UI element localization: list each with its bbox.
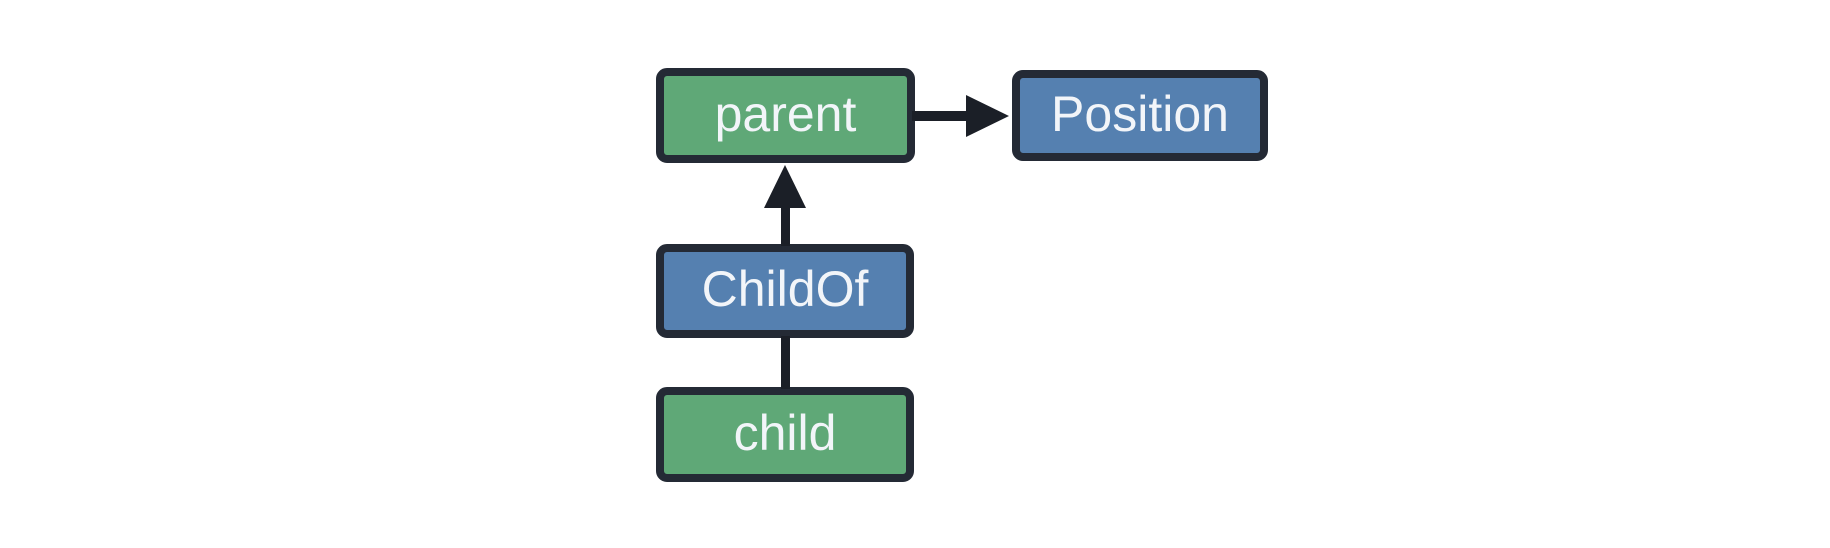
node-parent: parent [656,68,915,163]
node-childof: ChildOf [656,244,914,338]
node-position-label: Position [1051,85,1229,142]
edge-parent-to-position [912,111,968,121]
arrowhead-right-icon [966,95,1009,137]
arrowhead-up-icon [764,165,806,208]
node-parent-label: parent [714,85,857,142]
node-child: child [656,387,914,482]
edge-child-to-childof [781,336,790,389]
node-childof-label: ChildOf [701,261,869,317]
node-child-label: child [733,404,837,461]
node-position: Position [1012,70,1268,161]
edge-childof-to-parent [781,205,790,246]
